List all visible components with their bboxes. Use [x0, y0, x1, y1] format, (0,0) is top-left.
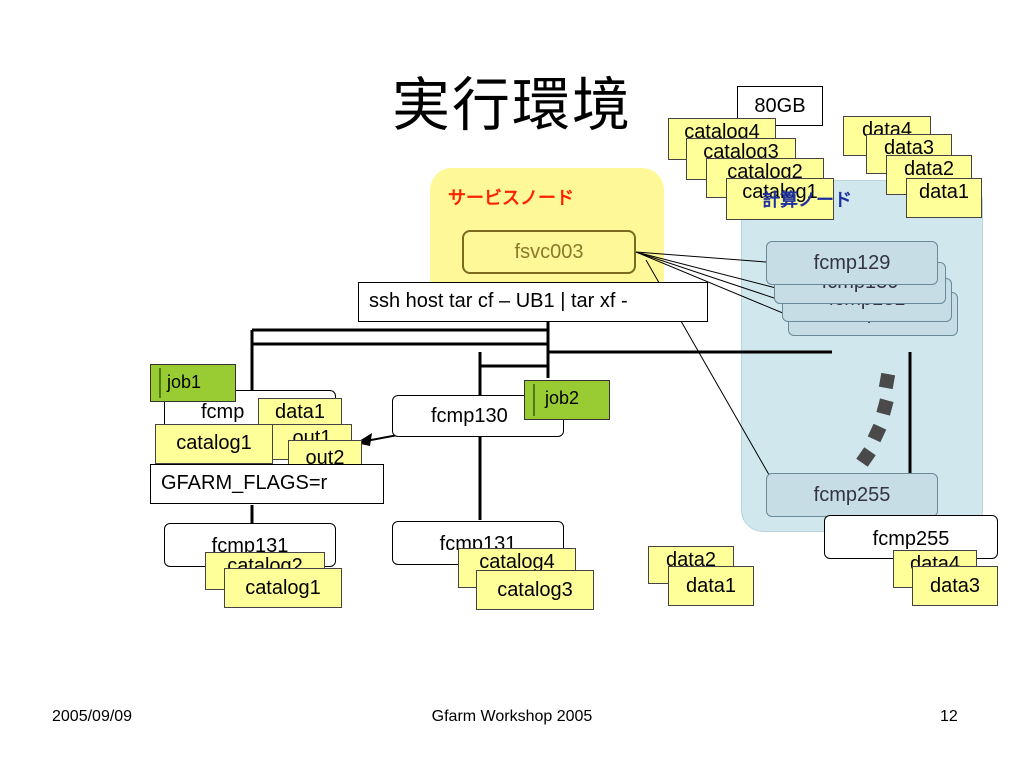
doc-data3: data3 — [866, 134, 952, 174]
footer-date: 2005/09/09 — [52, 708, 133, 725]
job1-label: job1 — [167, 372, 202, 392]
command-box: ssh host tar cf – UB1 | tar xf - — [358, 282, 708, 322]
host-fcmp131-left: fcmp131 — [164, 523, 336, 567]
doc-host4-catalog3: catalog3 — [476, 570, 594, 610]
service-node-fsvc003: fsvc003 — [462, 230, 636, 274]
doc-data1: data1 — [906, 178, 982, 218]
compute-node-1: fcmp129 — [766, 241, 938, 285]
doc-catalog1: catalog1 — [726, 178, 834, 220]
compute-node-255: fcmp255 — [766, 473, 938, 517]
job2-tag: job2 — [524, 380, 610, 420]
env-flag-box: GFARM_FLAGS=r — [150, 464, 384, 504]
slide-title: 実行環境 — [391, 71, 632, 139]
compute-node-label: 計算ノード — [762, 190, 852, 211]
doc-host5-data3: data3 — [912, 566, 998, 606]
footer-page-number: 12 — [940, 708, 958, 725]
service-node-label: サービスノード — [448, 188, 574, 209]
doc-mid-data1: data1 — [668, 566, 754, 606]
doc-host1-catalog1: catalog1 — [155, 424, 273, 464]
job2-label: job2 — [545, 388, 580, 408]
doc-host3-catalog1: catalog1 — [224, 568, 342, 608]
job1-tag: job1 — [150, 364, 236, 402]
footer-title: Gfarm Workshop 2005 — [431, 708, 593, 725]
